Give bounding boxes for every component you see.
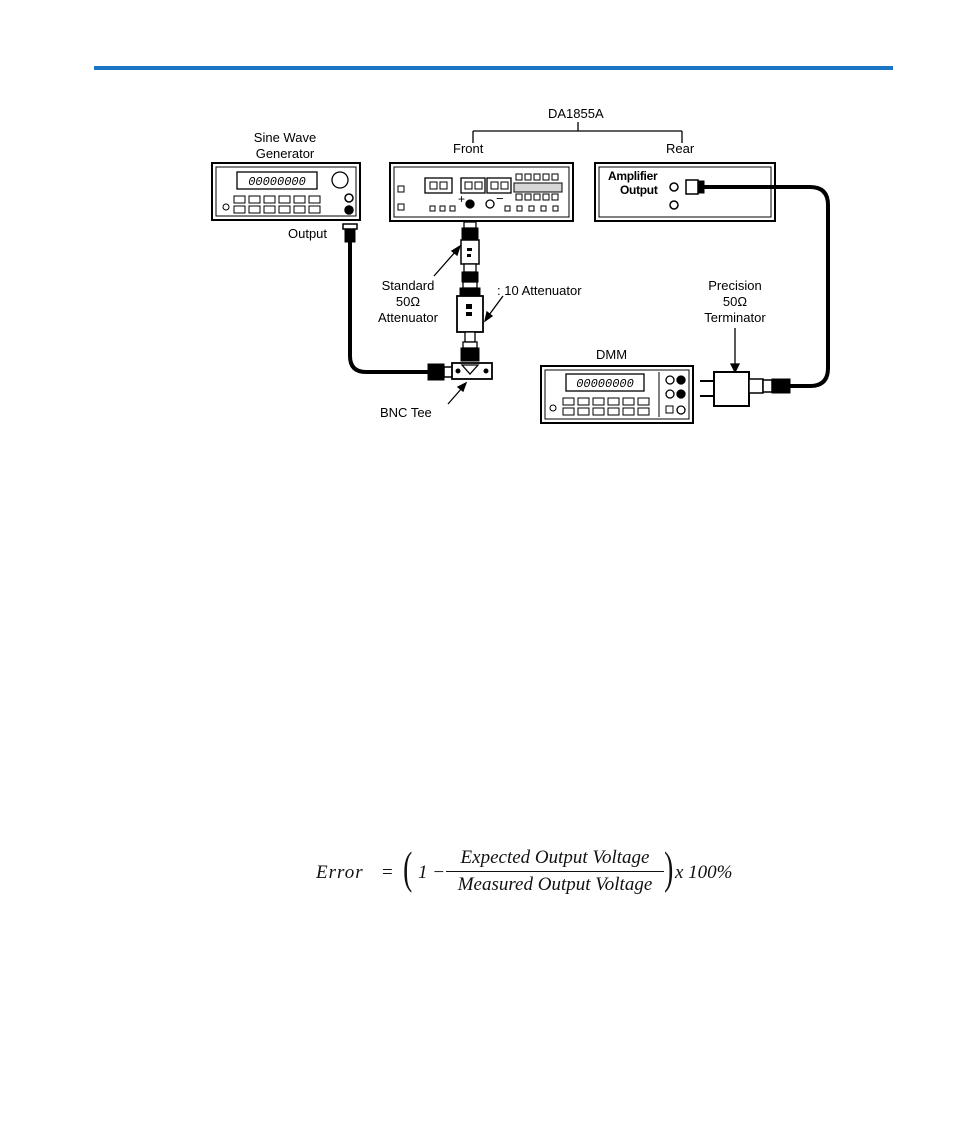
div10-attenuator-label: : 10 Attenuator xyxy=(497,283,582,299)
generator-display-readout: 00000000 xyxy=(248,175,306,189)
sine-wave-generator xyxy=(212,163,360,220)
precision-terminator-label: Precision 50Ω Terminator xyxy=(694,278,776,326)
formula-lhs: Error xyxy=(316,862,364,884)
generator-label-line1: Sine Wave xyxy=(240,130,330,146)
attenuator-chain xyxy=(457,222,483,361)
bnc-tee xyxy=(452,363,492,379)
device-label: DA1855A xyxy=(548,106,604,122)
amplifier-output-line2: Output xyxy=(608,183,658,197)
standard-attenuator-line1: Standard xyxy=(370,278,446,294)
amplifier-output-label: Amplifier Output xyxy=(608,169,658,197)
generator-label: Sine Wave Generator xyxy=(240,130,330,162)
rear-label: Rear xyxy=(666,141,694,157)
dmm xyxy=(541,366,693,423)
generator-output-connector xyxy=(343,224,357,242)
test-setup-diagram: 00000000 + − xyxy=(0,0,954,460)
formula-one: 1 − xyxy=(418,862,445,884)
formula-fraction: Expected Output Voltage Measured Output … xyxy=(446,846,664,897)
dmm-display-readout: 00000000 xyxy=(576,377,634,391)
bnc-tee-label: BNC Tee xyxy=(380,405,432,421)
standard-attenuator-label: Standard 50Ω Attenuator xyxy=(370,278,446,326)
error-formula: Error = ( 1 − Expected Output Voltage Me… xyxy=(300,838,760,902)
svg-text:+: + xyxy=(458,192,465,206)
formula-equals: = xyxy=(382,862,393,884)
precision-line1: Precision xyxy=(694,278,776,294)
svg-text:−: − xyxy=(496,191,504,206)
precision-terminator xyxy=(700,372,790,406)
front-label: Front xyxy=(453,141,483,157)
standard-attenuator-line3: Attenuator xyxy=(370,310,446,326)
standard-attenuator-line2: 50Ω xyxy=(370,294,446,310)
precision-line2: 50Ω xyxy=(694,294,776,310)
cable-to-tee-connector xyxy=(428,364,454,380)
precision-line3: Terminator xyxy=(694,310,776,326)
formula-fraction-bar xyxy=(446,871,664,872)
formula-left-paren: ( xyxy=(403,844,412,892)
generator-label-line2: Generator xyxy=(240,146,330,162)
da1855a-front-panel: + − xyxy=(390,163,573,221)
formula-numerator: Expected Output Voltage xyxy=(446,846,664,870)
generator-output-label: Output xyxy=(288,226,327,242)
dmm-label: DMM xyxy=(596,347,627,363)
formula-denominator: Measured Output Voltage xyxy=(446,873,664,897)
amplifier-output-line1: Amplifier xyxy=(608,169,658,183)
formula-suffix: x 100% xyxy=(675,862,733,884)
formula-right-paren: ) xyxy=(664,844,673,892)
da1855a-bracket xyxy=(473,122,682,143)
